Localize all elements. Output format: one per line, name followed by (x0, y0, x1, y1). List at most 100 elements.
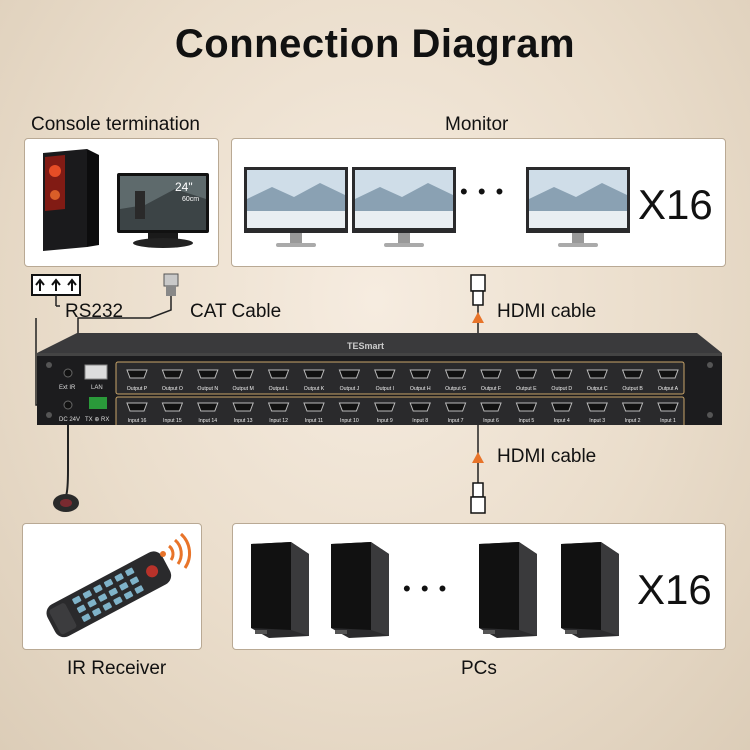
device-body: Ext IR DC 24V LAN TX ⊕ RX TESmart Output… (37, 333, 722, 428)
output-port-label: Output F (481, 386, 501, 392)
hdmi-port-icon (197, 402, 219, 412)
monitor-ellipsis: • • • (460, 179, 506, 204)
hdmi-port-icon (551, 369, 573, 379)
output-port-label: Output N (197, 386, 218, 392)
remote-illustration (46, 532, 192, 638)
input-port-label: Input 6 (483, 418, 499, 424)
ir-signal-icon (160, 532, 192, 569)
pcs-label: PCs (461, 658, 497, 679)
rs232-label: RS232 (65, 301, 124, 322)
screen-metric-text: 60cm (182, 196, 199, 203)
output-port-label: Output L (269, 386, 289, 392)
output-port-label: Output E (516, 386, 537, 392)
hdmi-port-icon (409, 402, 431, 412)
output-port-label: Output B (622, 386, 643, 392)
hdmi-port-icon (621, 402, 644, 412)
monitor-label: Monitor (445, 114, 509, 135)
hdmi-port-icon (551, 402, 573, 412)
input-port-label: Input 5 (518, 418, 534, 424)
hdmi-port-icon (267, 369, 290, 379)
hdmi-port-icon (515, 369, 538, 379)
hdmi-port-icon (161, 402, 184, 412)
monitor-icon (352, 167, 456, 247)
arrow-up-icon (472, 452, 484, 463)
hdmi-port-icon (444, 369, 467, 379)
hdmi-port-icon (657, 369, 679, 379)
input-port-label: Input 4 (554, 418, 570, 424)
input-port-label: Input 12 (269, 418, 288, 424)
input-port-label: Input 1 (660, 418, 676, 424)
power-label: DC 24V (59, 417, 80, 423)
soldier-figure-icon (135, 191, 145, 219)
hdmi-plug-bottom-icon (470, 482, 486, 514)
input-port-label: Input 3 (589, 418, 605, 424)
hdmi-port-icon (197, 369, 219, 379)
monitor-icon (244, 167, 348, 247)
monitor-count: X16 (638, 181, 713, 228)
monitor-icon (526, 167, 630, 247)
remote-control-icon (46, 551, 172, 638)
hdmi-port-icon (303, 369, 325, 379)
input-port-label: Input 11 (305, 418, 323, 424)
hdmi-port-icon (586, 369, 608, 379)
monitor-illustrations (244, 167, 456, 247)
hdmi-port-icon (232, 369, 254, 379)
hdmi-port-icon (657, 402, 679, 412)
input-port-label: Input 8 (412, 418, 428, 424)
hdmi-cable-top-label: HDMI cable (497, 301, 597, 322)
console-label: Console termination (31, 114, 200, 135)
hdmi-port-icon (338, 402, 361, 412)
monitor-panel: • • • X16 (231, 138, 726, 267)
cat-cable-label: CAT Cable (190, 301, 282, 322)
output-port-label: Output D (551, 386, 572, 392)
output-port-label: Output P (127, 386, 148, 392)
hdmi-plug-top-icon (470, 274, 486, 306)
hdmi-port-icon (621, 369, 644, 379)
input-port-label: Input 14 (198, 418, 217, 424)
pc-ellipsis: • • • (403, 576, 449, 601)
ir-remote-panel (22, 523, 202, 650)
output-port-label: Output M (233, 386, 254, 392)
console-panel: 24" 60cm (24, 138, 219, 267)
page-title: Connection Diagram (174, 22, 576, 66)
ext-ir-label: Ext IR (59, 385, 76, 391)
brand-text: TESmart (347, 341, 384, 351)
cat-cable-plug-icon (163, 273, 179, 296)
hdmi-port-icon (444, 402, 467, 412)
hdmi-port-icon (374, 402, 396, 412)
serial-label: TX ⊕ RX (85, 417, 109, 423)
output-port-label: Output K (304, 386, 325, 392)
hdmi-port-icon (303, 402, 325, 412)
hdmi-cable-bottom-label: HDMI cable (497, 446, 597, 467)
arrow-up-icon (472, 312, 484, 323)
rs232-connector-icon (31, 274, 81, 296)
hdmi-port-icon (409, 369, 431, 379)
pc-count: X16 (637, 566, 712, 613)
input-port-label: Input 10 (340, 418, 359, 424)
hdmi-port-icon (126, 402, 148, 412)
pc-tower-icon (251, 542, 309, 638)
output-port-label: Output A (658, 386, 679, 392)
hdmi-port-icon (126, 369, 148, 379)
hdmi-port-icon (480, 402, 502, 412)
hdmi-port-icon (374, 369, 396, 379)
hdmi-port-icon (586, 402, 608, 412)
pcs-panel: • • • X16 (232, 523, 726, 650)
hdmi-port-icon (232, 402, 254, 412)
lan-port-icon (84, 364, 108, 380)
pc-tower-icon (331, 542, 389, 638)
pc-illustrations (251, 542, 389, 638)
input-port-label: Input 7 (448, 418, 464, 424)
serial-terminal-icon (89, 397, 107, 409)
pc-tower-icon (479, 542, 537, 638)
screen-size-text: 24" (175, 180, 193, 194)
ir-receiver-label: IR Receiver (67, 658, 167, 679)
hdmi-port-icon (267, 402, 290, 412)
monitor-illustration-last (526, 167, 630, 247)
input-port-label: Input 16 (128, 418, 147, 424)
hdmi-port-icon (480, 369, 502, 379)
hdmi-port-icon (338, 369, 361, 379)
input-port-label: Input 9 (377, 418, 393, 424)
lan-label: LAN (91, 385, 103, 391)
ir-receiver-eye-icon (53, 494, 79, 512)
